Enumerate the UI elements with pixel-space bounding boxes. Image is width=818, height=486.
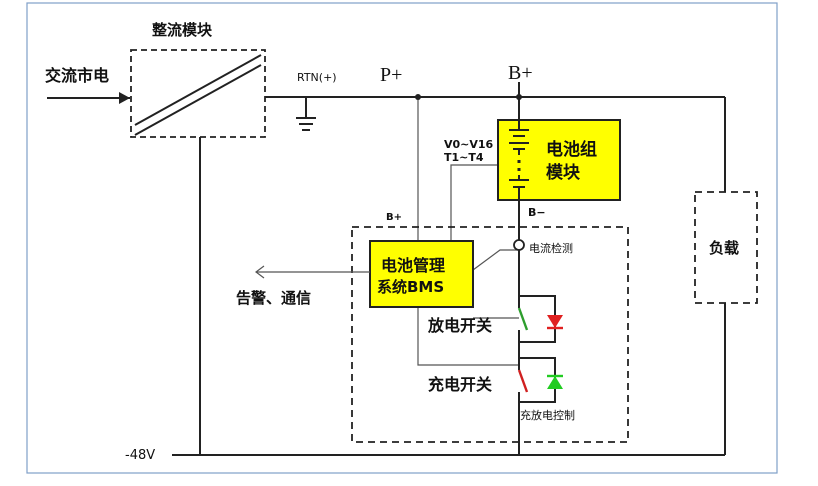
current-detect-label: 电流检测 (529, 241, 573, 255)
b-minus-label: B− (528, 206, 546, 219)
discharge-diode-icon (547, 315, 563, 330)
wires (47, 82, 726, 456)
charge-switch-icon (517, 369, 529, 393)
load-label: 负载 (709, 239, 739, 257)
b-plus-junction (516, 94, 522, 100)
b-plus-top-label: B+ (508, 62, 533, 84)
p-plus-label: P+ (380, 64, 402, 86)
ac-input-arrow-icon (119, 92, 130, 104)
bms-module (369, 240, 474, 308)
charge-switch-circuit (518, 342, 556, 418)
discharge-switch-icon (517, 307, 529, 331)
ac-input-label: 交流市电 (45, 66, 109, 85)
image-frame (26, 2, 778, 474)
bms-label-line1: 电池管理 (381, 256, 445, 275)
protection-board-enclosure (351, 226, 629, 443)
bms-label-line2: 系统BMS (377, 278, 444, 296)
charge-discharge-control-label: 充放电控制 (520, 408, 575, 422)
bms-b-plus-label: B+ (386, 212, 402, 223)
rectifier-title: 整流模块 (152, 21, 213, 39)
rectifier-module (130, 49, 266, 138)
load-box (694, 191, 758, 304)
alarm-comm-arrow-icon (255, 265, 265, 279)
charge-diode-icon (547, 374, 563, 389)
p-plus-junction (415, 94, 421, 100)
ground-icon (296, 117, 316, 131)
current-sensor-icon (513, 239, 525, 251)
charge-switch-label: 充电开关 (428, 375, 492, 394)
battery-pack-label-line2: 模块 (546, 162, 581, 183)
rtn-label: RTN(+) (297, 71, 337, 84)
discharge-switch-label: 放电开关 (427, 316, 492, 335)
signal-wires (417, 97, 519, 366)
temp-sense-label: T1~T4 (444, 151, 484, 164)
battery-pack-label-line1: 电池组 (546, 139, 597, 160)
alarm-comm-label: 告警、通信 (236, 289, 311, 307)
voltage-sense-label: V0~V16 (444, 138, 494, 151)
neg-48v-label: -48V (125, 448, 155, 463)
battery-cells-icon (509, 120, 529, 200)
